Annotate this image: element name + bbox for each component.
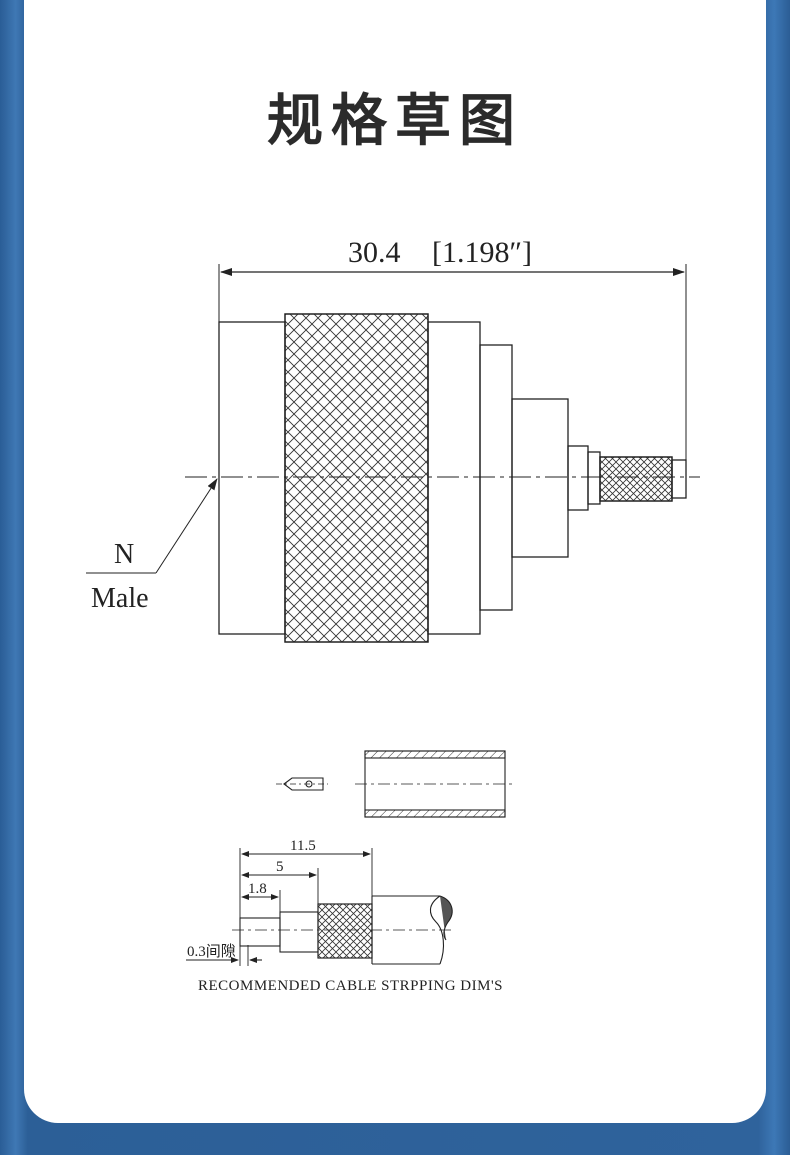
technical-drawing: 30.4 [1.198″] N Male [86,236,700,994]
crimp-ferrule [355,750,515,818]
cable-stripping-view [186,848,455,966]
page-title: 规格草图 [267,89,523,154]
center-pin [276,777,328,791]
coupling-nut-front [218,321,286,635]
connector-type-label: N [114,539,134,570]
spec-card: 规格草图 [24,0,766,1123]
knurled-body [284,313,429,643]
crimp-sleeve [599,456,673,502]
strip-dim-11-5: 11.5 [290,838,316,854]
strip-dim-5: 5 [276,859,284,875]
connector-gender-label: Male [91,583,149,614]
strip-dim-1-8: 1.8 [248,881,267,897]
gap-label: 0.3间隙 [187,943,236,960]
connector-main-view [86,264,700,643]
overall-length-mm: 30.4 [348,236,401,269]
cable-braid [317,903,373,959]
cable-jacket [371,895,440,965]
overall-length-inch: [1.198″] [432,236,532,269]
rear-collar [427,321,481,635]
parts-view [276,750,515,818]
type-leader-line [155,478,218,574]
strip-caption: RECOMMENDED CABLE STRPPING DIM'S [198,978,503,994]
